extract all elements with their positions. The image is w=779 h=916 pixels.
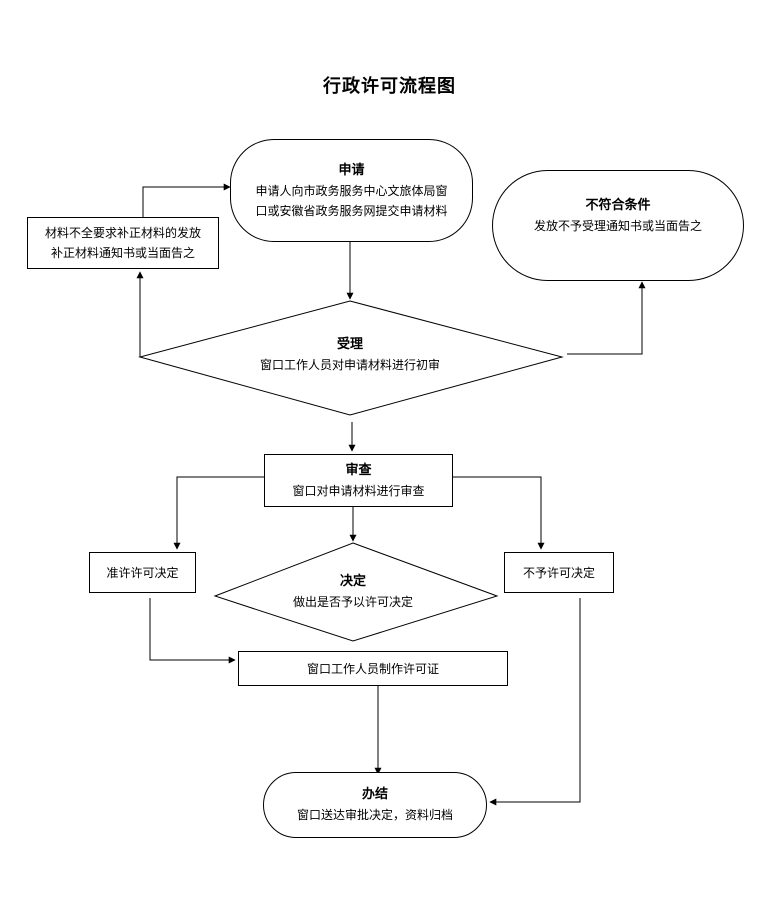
approve-text-line1: 准许许可决定 bbox=[106, 565, 179, 580]
page-title: 行政许可流程图 bbox=[323, 76, 456, 97]
decision-diamond-shape bbox=[213, 542, 499, 642]
reject-node: 不予许可决定 bbox=[504, 552, 614, 593]
connector-review-to-approve bbox=[173, 476, 264, 550]
connector-review-to-reject bbox=[453, 476, 545, 550]
accept-heading: 受理 bbox=[336, 337, 363, 352]
connector-supplement-to-apply bbox=[142, 183, 231, 217]
accept-diamond-shape bbox=[138, 300, 564, 416]
certificate-text-line1: 窗口工作人员制作许可证 bbox=[306, 661, 439, 676]
complete-heading: 办结 bbox=[361, 787, 388, 802]
apply-text-line1: 申请人向市政务服务中心文旅体局窗 bbox=[255, 183, 448, 198]
approve-node: 准许许可决定 bbox=[89, 552, 196, 593]
apply-heading: 申请 bbox=[338, 162, 365, 178]
decision-text-line1: 做出是否予以许可决定 bbox=[292, 595, 413, 609]
complete-text-line1: 窗口送达审批决定，资料归档 bbox=[296, 808, 453, 822]
decision-node: 决定 做出是否予以许可决定 bbox=[263, 570, 443, 614]
apply-node: 申请 申请人向市政务服务中心文旅体局窗 口或安徽省政务服务网提交申请材料 bbox=[230, 139, 473, 242]
decision-heading: 决定 bbox=[339, 574, 366, 589]
supplement-node: 材料不全要求补正材料的发放 补正材料通知书或当面告之 bbox=[27, 217, 219, 269]
supplement-text-line1: 材料不全要求补正材料的发放 bbox=[44, 226, 201, 240]
connector-accept-to-ineligible bbox=[567, 281, 646, 355]
ineligible-text-line1: 发放不予受理通知书或当面告之 bbox=[533, 218, 702, 233]
review-text-line1: 窗口对申请材料进行审查 bbox=[292, 483, 425, 498]
complete-node: 办结 窗口送达审批决定，资料归档 bbox=[263, 772, 487, 838]
supplement-text-line2: 补正材料通知书或当面告之 bbox=[50, 246, 195, 260]
ineligible-heading: 不符合条件 bbox=[585, 197, 651, 213]
accept-text-line1: 窗口工作人员对申请材料进行初审 bbox=[259, 358, 440, 372]
review-heading: 审查 bbox=[345, 462, 372, 478]
apply-text-line2: 口或安徽省政务服务网提交申请材料 bbox=[255, 203, 448, 218]
connector-reject-to-complete bbox=[489, 598, 581, 806]
reject-text-line1: 不予许可决定 bbox=[522, 565, 595, 580]
accept-node: 受理 窗口工作人员对申请材料进行初审 bbox=[220, 332, 480, 378]
certificate-node: 窗口工作人员制作许可证 bbox=[238, 651, 508, 686]
review-node: 审查 窗口对申请材料进行审查 bbox=[264, 454, 453, 507]
connector-approve-to-certificate bbox=[149, 598, 236, 664]
ineligible-node: 不符合条件 发放不予受理通知书或当面告之 bbox=[492, 170, 744, 281]
